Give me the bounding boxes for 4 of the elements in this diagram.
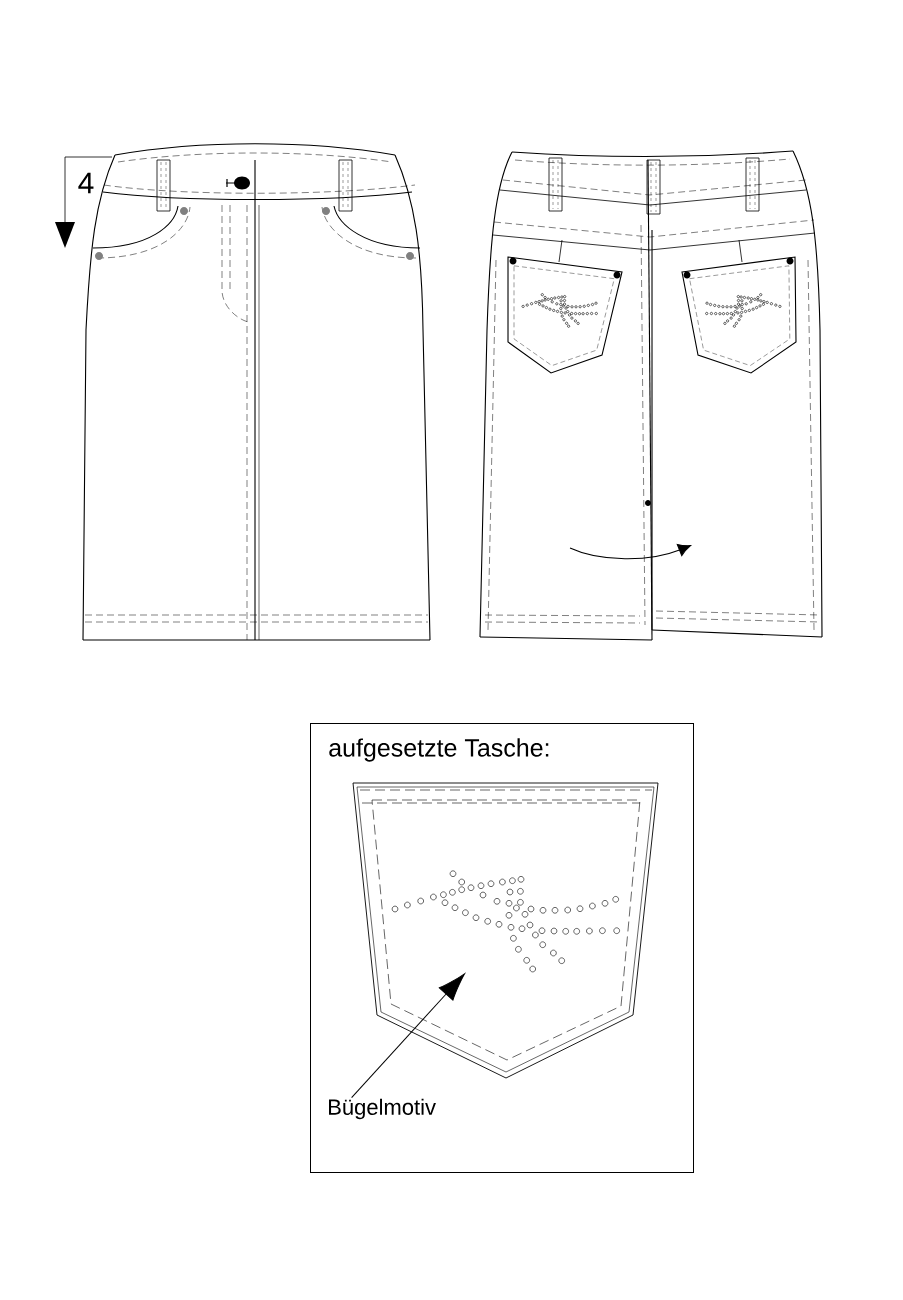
callout-text: Bügelmotiv [329, 1098, 436, 1120]
leader-arrow [351, 973, 465, 1099]
dimension-label: 4 [78, 172, 94, 194]
rhinestone-motif [391, 870, 620, 973]
